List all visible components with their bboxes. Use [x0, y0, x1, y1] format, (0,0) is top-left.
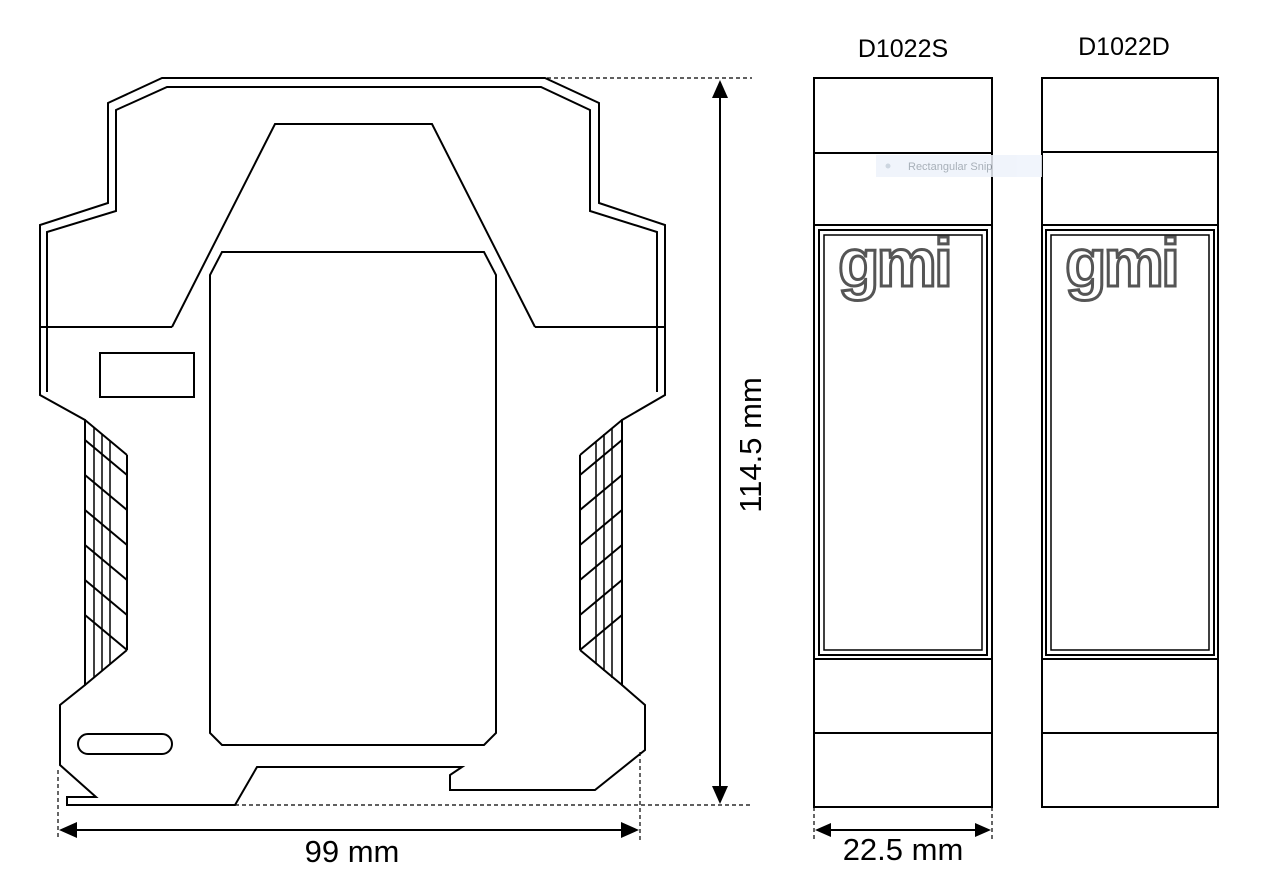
gmi-logo-d1022d: gmi [1065, 225, 1177, 301]
snip-tooltip-label: Rectangular Snip [908, 161, 992, 173]
height-arrow-top [712, 80, 728, 98]
side-view-slot [77, 733, 173, 755]
width-label: 99 mm [305, 834, 400, 869]
snip-tooltip-icon [885, 163, 891, 169]
front-panel-inner-d1022d [1050, 234, 1210, 651]
snip-tooltip-background [876, 155, 1042, 177]
side-view [39, 77, 666, 806]
side-view-inner-contour [46, 86, 658, 392]
front-view-d1022d: D1022D gmi [1041, 33, 1219, 808]
front-width-arrow-left [815, 823, 831, 837]
width-arrow-right [621, 822, 639, 838]
front-width-label: 22.5 mm [843, 832, 964, 867]
width-dimension: 99 mm [57, 752, 641, 869]
front-panel-outer-d1022s [818, 229, 988, 656]
right-terminal-block [579, 419, 623, 686]
gmi-logo-d1022s: gmi [838, 225, 950, 301]
model-label-d1022s: D1022S [858, 35, 948, 63]
front-width-arrow-right [975, 823, 991, 837]
side-view-label-window [99, 352, 195, 398]
side-view-center-panel [209, 251, 497, 746]
height-dimension: 114.5 mm [235, 77, 768, 806]
side-view-trapezoid [171, 123, 536, 328]
snip-tooltip[interactable]: Rectangular Snip [876, 155, 1042, 177]
front-width-dimension: 22.5 mm [813, 807, 993, 867]
front-body-d1022d [1041, 77, 1219, 808]
height-label: 114.5 mm [733, 377, 768, 513]
front-panel-inner-d1022s [823, 234, 983, 651]
front-body-d1022s [813, 77, 993, 808]
left-terminal-block [84, 419, 128, 686]
height-arrow-bottom [712, 786, 728, 804]
front-panel-outer-d1022d [1045, 229, 1215, 656]
front-view-d1022s: D1022S gmi [813, 35, 993, 808]
width-arrow-left [59, 822, 77, 838]
side-view-outer-contour [39, 77, 666, 806]
model-label-d1022d: D1022D [1078, 33, 1170, 61]
